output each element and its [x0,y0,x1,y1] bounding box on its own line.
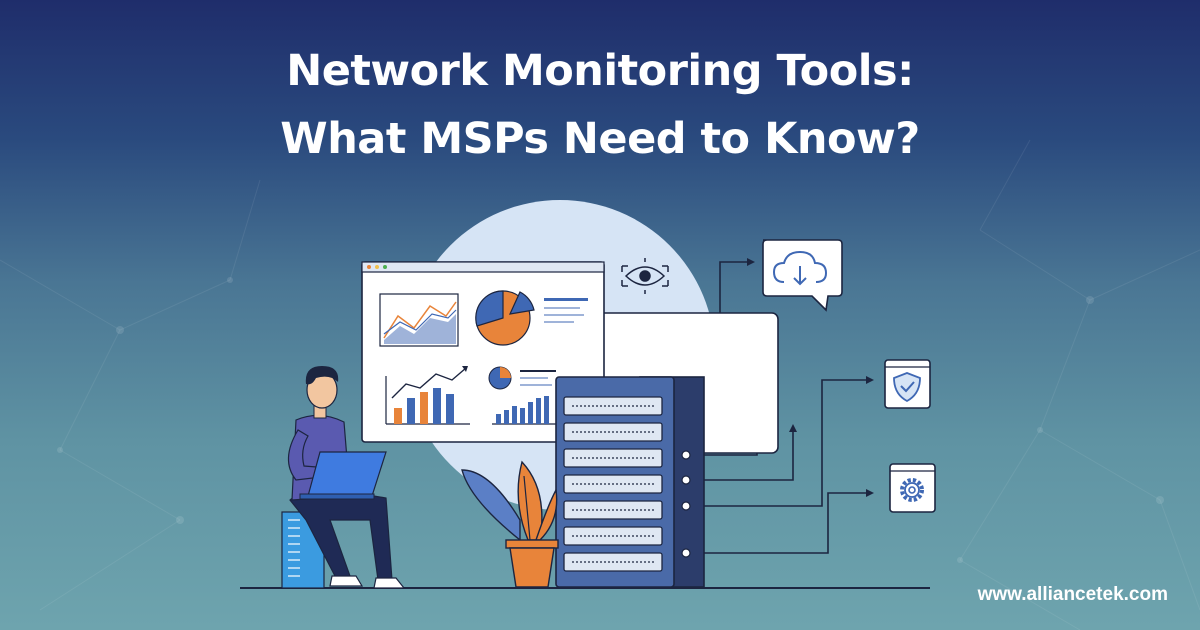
gear-icon [889,463,936,513]
cloud-download-icon [762,239,843,312]
shield-check-icon [884,359,931,409]
eye-icon [621,258,669,294]
plant [461,460,559,588]
dashboard-window [361,261,605,443]
server-rack [555,376,705,588]
person-with-laptop [281,366,406,589]
headline-line-2: What MSPs Need to Know? [280,114,920,164]
website-url[interactable]: www.alliancetek.com [977,584,1168,605]
headline-line-1: Network Monitoring Tools: [286,46,914,96]
